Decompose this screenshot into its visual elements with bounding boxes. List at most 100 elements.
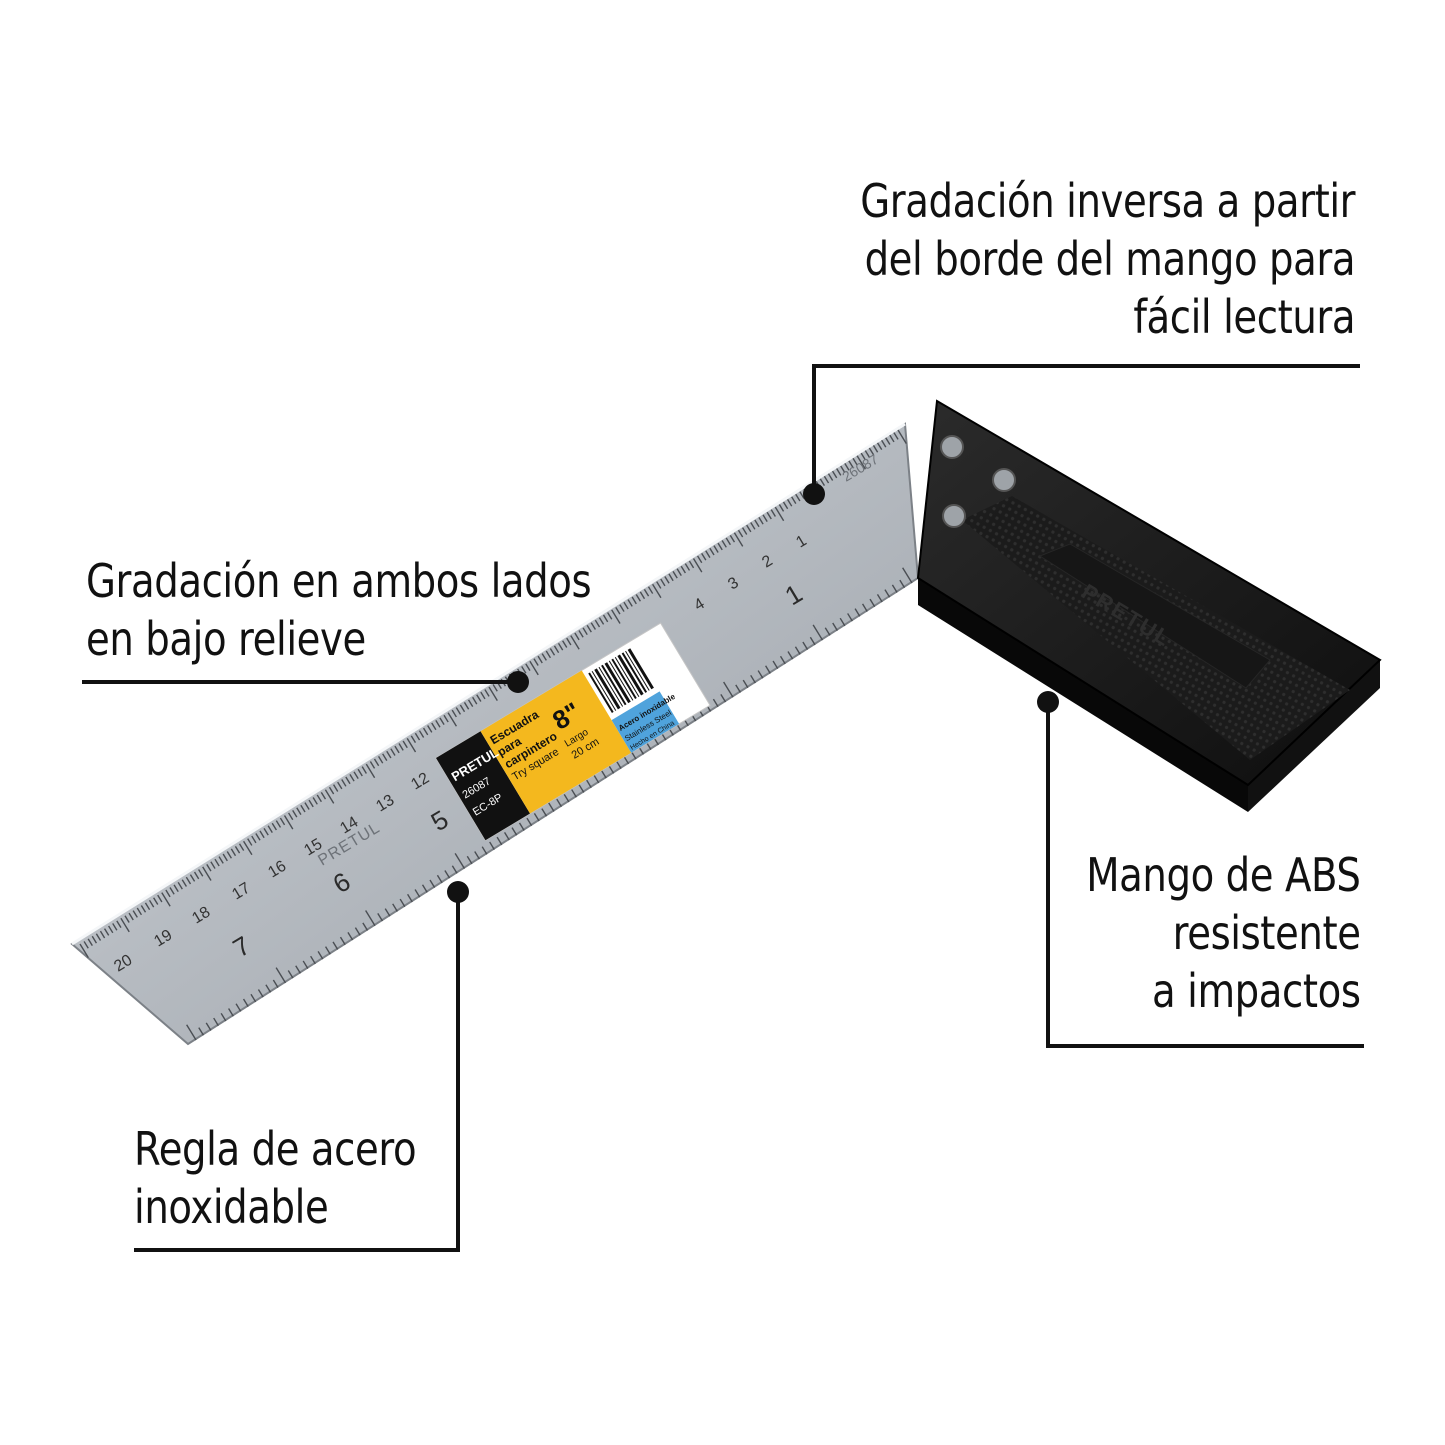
- cm-label-16: 16: [265, 858, 289, 882]
- ruler-tick: [602, 614, 609, 623]
- ruler-tick: [529, 660, 539, 676]
- ruler-tick: [623, 601, 629, 610]
- ruler-tick: [876, 594, 883, 603]
- ruler-tick: [578, 784, 585, 793]
- ruler-tick: [272, 979, 279, 989]
- ruler-tick: [854, 608, 861, 617]
- ruler-tick: [741, 527, 748, 535]
- callout-inverse-graduation: Gradación inversa a partir del borde del…: [860, 172, 1355, 346]
- ruler-tick: [848, 460, 854, 469]
- ruler-tick: [337, 781, 343, 790]
- ruler-tick: [399, 898, 406, 908]
- ruler-tick: [382, 753, 388, 761]
- leader-inverse-graduation: [812, 364, 1360, 492]
- ruler-tick: [218, 856, 224, 864]
- ruler-tick: [132, 910, 138, 918]
- label-yellow-area: [480, 670, 632, 814]
- ruler-tick: [304, 802, 310, 810]
- ruler-tick: [643, 588, 650, 597]
- ruler-tick: [600, 770, 607, 779]
- ruler-tick: [868, 447, 875, 456]
- ruler-tick: [189, 874, 196, 882]
- ruler-tick: [357, 768, 363, 777]
- ruler-tick: [754, 519, 760, 528]
- ruler-tick: [317, 951, 324, 960]
- ruler-tick: [173, 884, 179, 893]
- ruler-tick: [791, 496, 797, 504]
- ruler-tick: [611, 609, 621, 624]
- callout-line: a impactos: [1152, 964, 1361, 1018]
- ruler-tick: [466, 855, 473, 865]
- ruler-tick: [386, 750, 392, 759]
- ruler-tick: [112, 923, 118, 931]
- product-label: PRETUL 26087 EC-8P Escuadra para carpint…: [435, 622, 711, 841]
- callout-line: del borde del mango para: [864, 232, 1355, 286]
- ruler-tick: [631, 596, 637, 605]
- ruler-tick: [320, 792, 327, 800]
- ruler-tick: [418, 730, 425, 738]
- ruler-tick: [720, 693, 727, 703]
- ruler-tick: [503, 832, 510, 841]
- cm-label-14: 14: [337, 814, 361, 838]
- ruler-tick: [889, 434, 895, 443]
- ruler-tick: [549, 648, 556, 656]
- ruler-tick: [210, 861, 216, 869]
- ruler-tick: [832, 622, 839, 631]
- ruler-tick: [723, 681, 734, 698]
- ruler-tick: [287, 812, 294, 821]
- ruler-tick: [392, 903, 398, 912]
- ruler-tick: [312, 797, 318, 805]
- ruler-tick: [787, 651, 794, 660]
- ruler-tick: [794, 646, 801, 655]
- ruler-tick: [578, 630, 584, 638]
- ruler-tick: [451, 865, 458, 874]
- ruler-tick: [713, 545, 719, 553]
- ruler-tick: [136, 907, 143, 916]
- ruler-tick: [652, 583, 662, 599]
- ruler-tick: [220, 1012, 227, 1022]
- ruler-tick: [684, 563, 691, 571]
- dot-abs-handle: [1037, 691, 1059, 713]
- ruler-tick: [647, 586, 654, 594]
- ruler-tick: [103, 928, 110, 936]
- ruler-tick: [545, 650, 552, 659]
- ruler-tick: [447, 712, 458, 727]
- ruler-tick: [480, 691, 486, 700]
- ruler-tick: [186, 1024, 197, 1041]
- ruler-tick: [593, 774, 600, 784]
- ruler-tick: [279, 817, 286, 826]
- ruler-tick: [574, 632, 580, 641]
- ruler-tick: [234, 845, 241, 854]
- ruler-tick: [251, 835, 257, 844]
- ruler-tick: [476, 694, 482, 702]
- ruler-tick: [95, 933, 102, 941]
- ruler-tick: [316, 794, 322, 803]
- callout-line: fácil lectura: [1133, 290, 1355, 344]
- ruler-tick: [144, 902, 151, 911]
- ruler-tick: [778, 504, 785, 512]
- ruler-tick: [809, 636, 816, 646]
- leader-steel-rule: [134, 892, 460, 1252]
- ruler-tick: [255, 833, 261, 841]
- ruler-tick: [177, 881, 183, 890]
- ruler-tick: [406, 738, 417, 753]
- ruler-tick: [429, 879, 436, 889]
- ruler-tick: [345, 776, 351, 785]
- ruler-tick: [660, 578, 666, 587]
- ruler-tick: [795, 493, 801, 502]
- ruler-tick: [257, 989, 264, 998]
- ruler-tick: [819, 478, 826, 486]
- ruler-tick: [680, 565, 686, 574]
- ruler-tick: [230, 848, 237, 857]
- barcode-icon: [588, 648, 654, 713]
- ruler-tick: [827, 473, 834, 481]
- ruler-tick: [705, 550, 711, 558]
- ruler-tick: [742, 679, 749, 689]
- ruler-tick: [300, 804, 306, 813]
- ruler-tick: [594, 619, 601, 628]
- ruler-tick: [444, 870, 451, 879]
- ruler-tick: [243, 840, 253, 856]
- ruler-tick: [656, 581, 662, 589]
- ruler-tick: [533, 813, 540, 822]
